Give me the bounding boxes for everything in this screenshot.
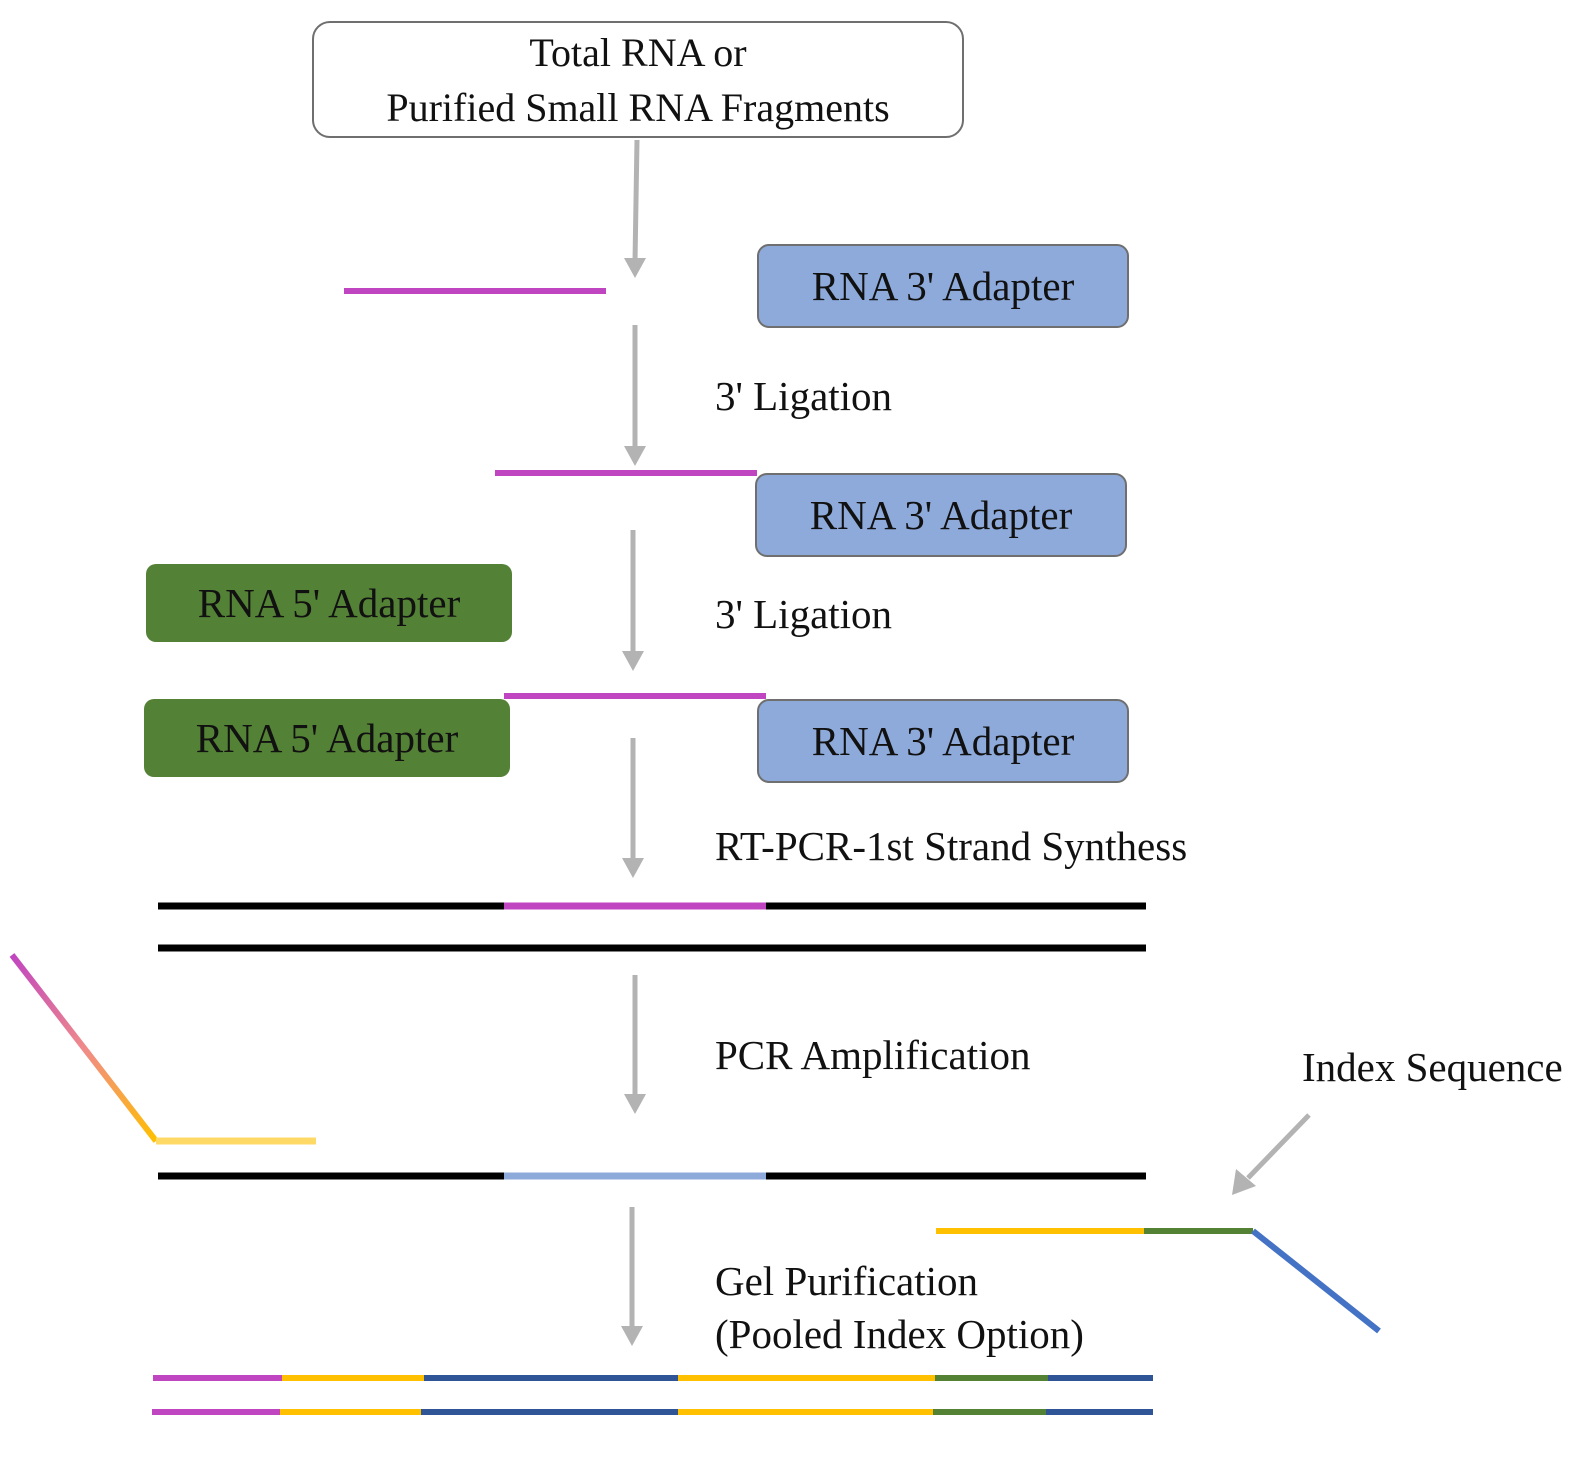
step-pooled-index-label: (Pooled Index Option): [715, 1311, 1084, 1357]
rna-5-adapter-label: RNA 5' Adapter: [195, 715, 459, 761]
step-gel-purification-label: Gel Purification: [715, 1258, 979, 1304]
index-sequence-label: Index Sequence: [1302, 1044, 1563, 1090]
step-rt-pcr-label: RT-PCR-1st Strand Synthess: [715, 823, 1188, 869]
rna-3-adapter-label: RNA 3' Adapter: [809, 492, 1073, 538]
step-3-ligation-label: 3' Ligation: [715, 373, 893, 419]
input-rna-line2: Purified Small RNA Fragments: [386, 84, 890, 130]
rna-5-adapter-box: RNA 5' Adapter: [146, 564, 512, 642]
rna-3-adapter-box: RNA 3' Adapter: [757, 244, 1129, 328]
rna-3-adapter-box: RNA 3' Adapter: [757, 699, 1129, 783]
index-arrow: [1246, 1113, 1311, 1180]
rna-3-adapter-label: RNA 3' Adapter: [811, 263, 1075, 309]
rna-3-adapter-label: RNA 3' Adapter: [811, 718, 1075, 764]
final-library: [152, 1375, 1153, 1415]
step-pcr-amplification-label: PCR Amplification: [715, 1032, 1031, 1078]
rna-3-adapter-box: RNA 3' Adapter: [755, 473, 1127, 557]
input-rna-line1: Total RNA or: [529, 29, 747, 75]
step-3-ligation-label: 3' Ligation: [715, 591, 893, 637]
rna-5-adapter-label: RNA 5' Adapter: [197, 580, 461, 626]
arrow-1: [632, 139, 640, 263]
index-primer-right: [936, 1228, 1381, 1334]
flow-arrows: [621, 139, 1311, 1346]
pcr-primer-left: [9, 953, 316, 1145]
rna-5-adapter-box: RNA 5' Adapter: [144, 699, 510, 777]
cdna-duplex: [158, 902, 1146, 952]
input-rna-box: Total RNA or Purified Small RNA Fragment…: [312, 21, 964, 138]
